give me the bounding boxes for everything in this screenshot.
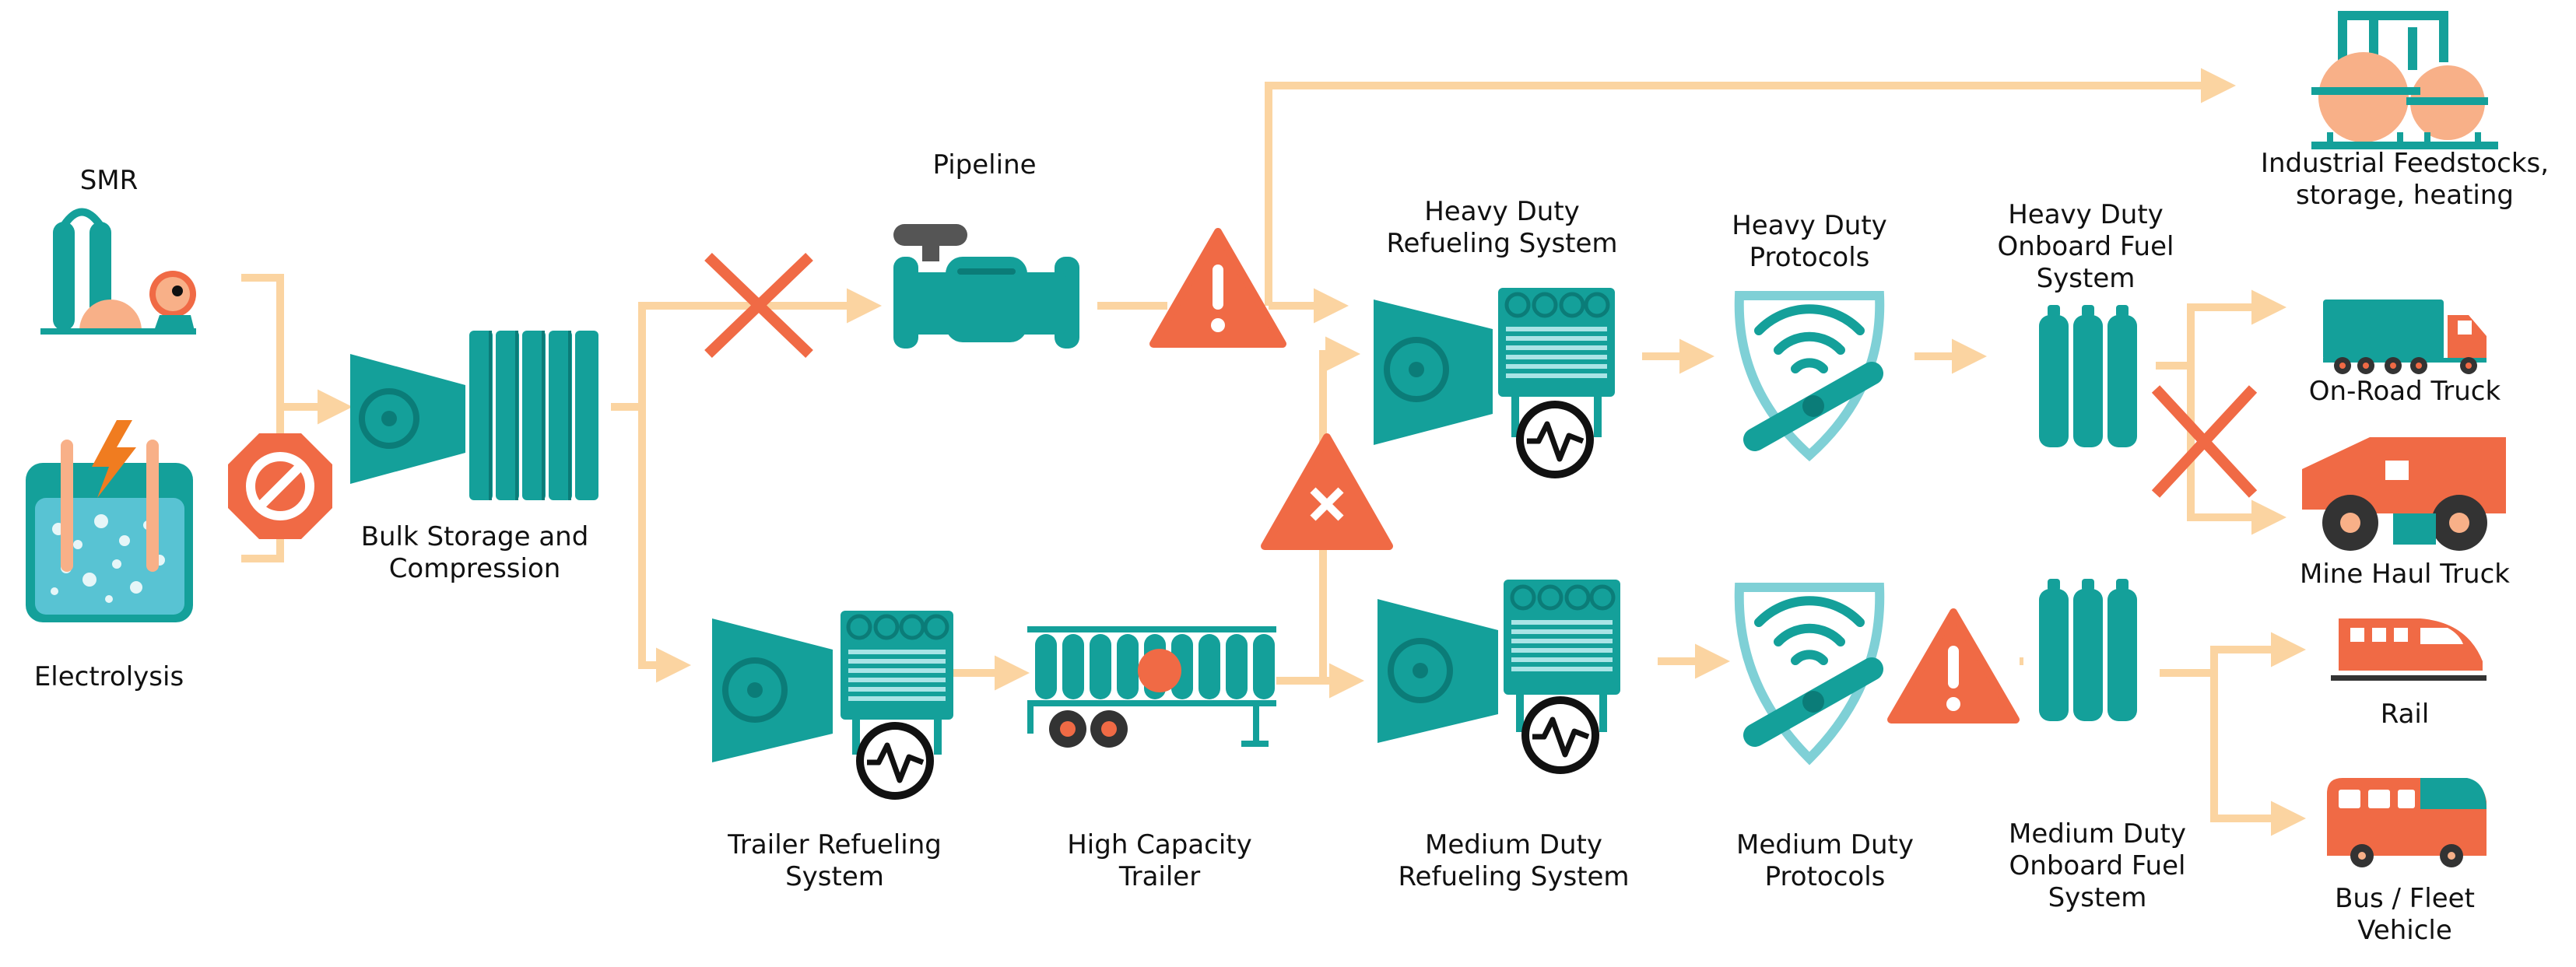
rail-label: Rail — [2380, 699, 2430, 730]
medium-duty-refueling-label: Medium Duty Refueling System — [1398, 829, 1630, 892]
high-capacity-trailer-icon — [1027, 626, 1276, 748]
arrow-to-industrial — [1265, 68, 2236, 306]
electrolysis-icon — [26, 420, 193, 622]
arrow-to-mine-haul-truck — [2187, 366, 2286, 535]
heavy-duty-refueling-icon — [1374, 288, 1615, 478]
smr-icon — [40, 208, 196, 335]
mine-haul-truck-icon — [2302, 437, 2506, 551]
on-road-truck-icon — [2323, 300, 2487, 374]
bulk-storage-compression-icon — [350, 331, 598, 500]
warning-icon — [1149, 228, 1286, 348]
trailer-refueling-label: Trailer Refueling System — [728, 829, 942, 892]
arrow-smr-to-bulk — [241, 274, 353, 425]
medium-duty-refueling-icon — [1377, 580, 1620, 774]
industrial-label: Industrial Feedstocks, storage, heating — [2260, 148, 2550, 211]
flow-arrows — [241, 68, 2306, 836]
arrow-to-pipeline — [638, 288, 882, 407]
arrow-to-rail — [2210, 632, 2306, 673]
warning-medium-icon — [1887, 608, 2020, 723]
smr-label: SMR — [79, 165, 139, 196]
trailer-refueling-icon — [712, 611, 953, 800]
electrolysis-label: Electrolysis — [33, 661, 184, 692]
heavy-duty-onboard-fuel-icon — [2039, 305, 2137, 447]
industrial-tanks-icon — [2311, 11, 2498, 149]
warning-x-icon — [1261, 433, 1393, 550]
stop-sign-icon — [228, 433, 332, 539]
heavy-duty-protocols-icon — [1734, 291, 1885, 462]
medium-duty-protocols-icon — [1734, 583, 1885, 766]
arrow-to-trailer-refueling — [638, 407, 691, 683]
medium-duty-onboard-label: Medium Duty Onboard Fuel System — [2009, 818, 2186, 913]
heavy-duty-onboard-label: Heavy Duty Onboard Fuel System — [1997, 199, 2174, 294]
mine-haul-truck-label: Mine Haul Truck — [2300, 559, 2510, 590]
high-capacity-trailer-label: High Capacity Trailer — [1067, 829, 1252, 892]
heavy-duty-refueling-label: Heavy Duty Refueling System — [1386, 196, 1618, 259]
bus-fleet-vehicle-icon — [2327, 778, 2487, 867]
on-road-truck-label: On-Road Truck — [2308, 376, 2501, 407]
arrow-trailer-to-heavy-duty — [1319, 336, 1360, 681]
heavy-duty-protocols-label: Heavy Duty Protocols — [1732, 210, 1887, 273]
pipeline-label: Pipeline — [932, 149, 1037, 180]
pipeline-valve-icon — [893, 224, 1079, 349]
arrow-to-on-road-truck — [2187, 289, 2286, 366]
medium-duty-protocols-label: Medium Duty Protocols — [1736, 829, 1914, 892]
blocked-x-icon — [704, 252, 813, 359]
rail-train-icon — [2331, 618, 2487, 681]
blocked-x-truck-icon — [2151, 385, 2258, 498]
bulk-storage-label: Bulk Storage and Compression — [360, 521, 589, 584]
bus-label: Bus / Fleet Vehicle — [2335, 883, 2475, 946]
arrow-to-bus — [2210, 673, 2306, 836]
medium-duty-onboard-fuel-icon — [2039, 579, 2137, 721]
